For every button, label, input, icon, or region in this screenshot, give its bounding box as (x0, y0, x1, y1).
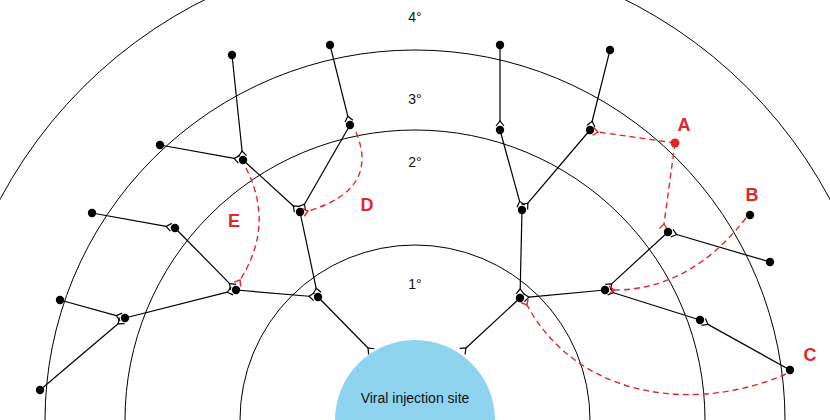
neuron-soma (232, 286, 240, 294)
callout-letter: B (744, 186, 761, 206)
neuron-soma (746, 211, 754, 219)
axon-line (614, 293, 700, 320)
dashed-projection (527, 305, 786, 395)
neuron-soma (296, 208, 304, 216)
neuron-soma (671, 139, 680, 148)
axon-line (330, 45, 348, 116)
neuron-soma (239, 156, 247, 164)
ring-boundary (240, 245, 590, 420)
axon-group (40, 45, 790, 390)
axon-line (232, 55, 242, 151)
synapse-terminal (309, 293, 314, 301)
axon-line (304, 125, 350, 204)
neuron-soma (496, 126, 504, 134)
neuron-soma (56, 296, 64, 304)
neuron-soma (326, 41, 334, 49)
axon-line (243, 160, 293, 206)
dashed-projection (308, 132, 362, 211)
neuron-soma (156, 141, 164, 149)
dashed-projection (240, 168, 259, 280)
ring-label: 3° (406, 92, 423, 107)
dashed-projection (598, 132, 675, 143)
axon-line (236, 290, 309, 296)
neuron-soma (496, 41, 504, 49)
synapse-terminal (234, 280, 241, 286)
synapse-terminal (516, 289, 524, 294)
axon-line (300, 212, 316, 288)
neuron-soma (516, 294, 524, 302)
axon-line (529, 290, 605, 297)
axon-line (40, 324, 118, 390)
axon-line (160, 145, 234, 158)
axon-line (499, 45, 500, 121)
neuron-soma (228, 51, 236, 59)
axon-line (677, 235, 770, 262)
synapse-terminal (460, 348, 466, 354)
ring-label: 4° (406, 10, 423, 25)
axon-line (520, 210, 522, 289)
callout-letter: D (359, 196, 376, 216)
neuron-soma (786, 366, 794, 374)
neuron-soma (121, 314, 129, 322)
neuron-soma (664, 228, 672, 236)
ring-label: 2° (406, 155, 423, 170)
neuron-soma (171, 224, 179, 232)
neuron-soma (346, 121, 354, 129)
injection-site: Viral injection site (335, 340, 495, 420)
axon-line (125, 292, 227, 318)
neuron-soma (606, 46, 614, 54)
synapse-terminal (496, 121, 504, 126)
axon-line (528, 130, 590, 203)
axon-line (612, 232, 668, 284)
dashed-projection (664, 143, 675, 224)
neuron-soma (36, 386, 44, 394)
neuron-soma (696, 316, 704, 324)
neuron-soma (766, 258, 774, 266)
axon-line (92, 213, 166, 226)
neuron-soma (586, 126, 594, 134)
ring-label: 1° (406, 277, 423, 292)
neuron-soma (88, 209, 96, 217)
injection-site-fill (335, 340, 495, 420)
axon-line (466, 298, 520, 348)
synapse-terminal (609, 286, 614, 294)
axon-line (175, 228, 230, 284)
anomalous-projection-group (234, 127, 786, 394)
site-label: Viral injection site (361, 390, 470, 406)
callout-letter: C (802, 346, 819, 366)
neuron-soma (518, 206, 526, 214)
ring-boundary (45, 50, 785, 420)
neuron-soma (314, 293, 322, 301)
axon-line (500, 130, 520, 201)
dashed-projection (614, 218, 746, 290)
axon-line (592, 50, 610, 121)
callout-letter: A (676, 116, 693, 136)
axon-line (60, 300, 116, 316)
ring-boundary (125, 130, 705, 420)
callout-letter: E (226, 212, 242, 232)
neuron-soma (601, 286, 609, 294)
axon-line (708, 324, 790, 370)
axon-line (318, 297, 368, 348)
injection-site-shape (335, 340, 495, 420)
